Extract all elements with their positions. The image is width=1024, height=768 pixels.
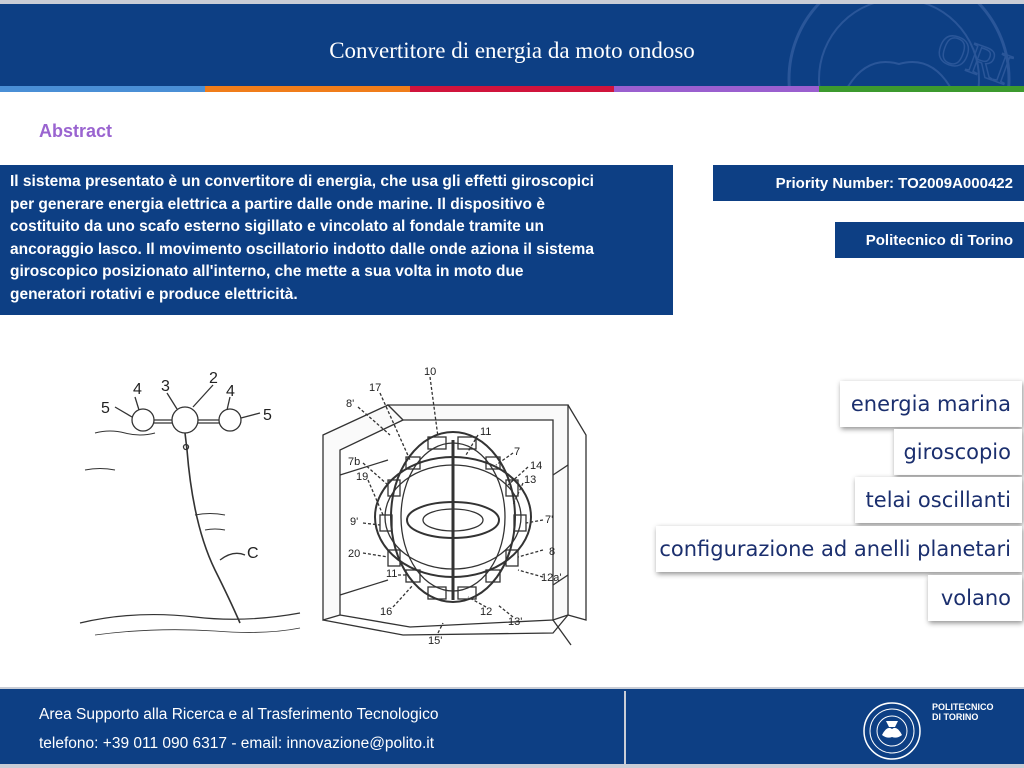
figure-label: 20 <box>348 548 360 560</box>
figure-label: 3 <box>161 378 170 395</box>
keyword-tag: giroscopio <box>894 429 1022 475</box>
abstract-line: per generare energia elettrica a partire… <box>10 195 545 213</box>
figure-label: 19 <box>356 471 368 483</box>
abstract-line: ancoraggio lasco. Il movimento oscillato… <box>10 240 594 258</box>
figure-label: 9' <box>350 516 358 528</box>
figure-label: 11 <box>386 568 397 580</box>
header-top-line <box>0 0 1024 4</box>
figure-label: 12a' <box>541 572 561 584</box>
gyroscope-device-drawing: 17 10 8' 11 7 14 7b 13 19 9' 7' 20 8 11 … <box>322 366 587 647</box>
figure-label: 13 <box>524 474 536 486</box>
priority-number-box: Priority Number: TO2009A000422 <box>713 165 1024 201</box>
brand-line: DI TORINO <box>932 712 979 722</box>
stripe-segment-1 <box>0 86 205 92</box>
footer: Area Supporto alla Ricerca e al Trasferi… <box>0 687 1024 764</box>
figure-label: 10 <box>424 366 436 378</box>
keyword-tag: telai oscillanti <box>855 477 1022 523</box>
keyword-tag: energia marina <box>840 381 1022 427</box>
figure-label: 4 <box>226 383 235 400</box>
figure-label: 7 <box>514 446 520 458</box>
keyword-tag: volano <box>928 575 1022 621</box>
figure-label: 5 <box>263 407 272 424</box>
abstract-heading: Abstract <box>39 121 113 141</box>
abstract-line: giroscopico posizionato all'interno, che… <box>10 263 524 281</box>
figure-label: 15' <box>428 635 442 647</box>
figure-label: C <box>247 545 259 562</box>
university-seal-icon <box>863 702 921 760</box>
seal-watermark-icon: ORI <box>787 4 1014 86</box>
figure-label: 8' <box>346 398 354 410</box>
figure-label: 7b <box>348 456 360 468</box>
abstract-line: generatori rotativi e produce elettricit… <box>10 285 298 303</box>
figure-label: 13' <box>508 616 522 628</box>
keyword-tag: configurazione ad anelli planetari <box>656 526 1022 572</box>
stripe-segment-3 <box>409 86 615 92</box>
footer-department: Area Supporto alla Ricerca e al Trasferi… <box>39 706 439 723</box>
header-banner: ORI Convertitore di energia da moto ondo… <box>0 4 1024 86</box>
stripe-segment-2 <box>204 86 410 92</box>
abstract-line: costituito da uno scafo esterno sigillat… <box>10 218 544 236</box>
abstract-text-box: Il sistema presentato è un convertitore … <box>0 165 673 315</box>
university-logo-text: POLITECNICO DI TORINO <box>932 702 994 722</box>
figure-label: 5 <box>101 400 110 417</box>
figure-label: 14 <box>530 460 542 472</box>
figure-label: 11 <box>480 426 491 438</box>
figure-label: 17 <box>369 382 381 394</box>
footer-divider <box>624 691 626 764</box>
figure-label: 8 <box>549 546 555 558</box>
figure-label: 12 <box>480 606 492 618</box>
stripe-segment-5 <box>819 86 1024 92</box>
abstract-line: Il sistema presentato è un convertitore … <box>10 173 594 190</box>
color-stripe <box>0 86 1024 92</box>
page-title: Convertitore di energia da moto ondoso <box>329 38 695 63</box>
figure-label: 4 <box>133 381 142 398</box>
footer-bottom-line <box>0 764 1024 768</box>
stripe-segment-4 <box>614 86 820 92</box>
patent-owner-box: Politecnico di Torino <box>835 222 1024 258</box>
figure-label: 16 <box>380 606 392 618</box>
buoy-mooring-drawing: 4 3 2 4 5 5 C <box>79 370 301 636</box>
figure-label: 2 <box>209 370 218 387</box>
figure-label: 7' <box>545 514 553 526</box>
brand-line: POLITECNICO <box>932 702 994 712</box>
footer-contact: telefono: +39 011 090 6317 - email: inno… <box>39 735 435 752</box>
